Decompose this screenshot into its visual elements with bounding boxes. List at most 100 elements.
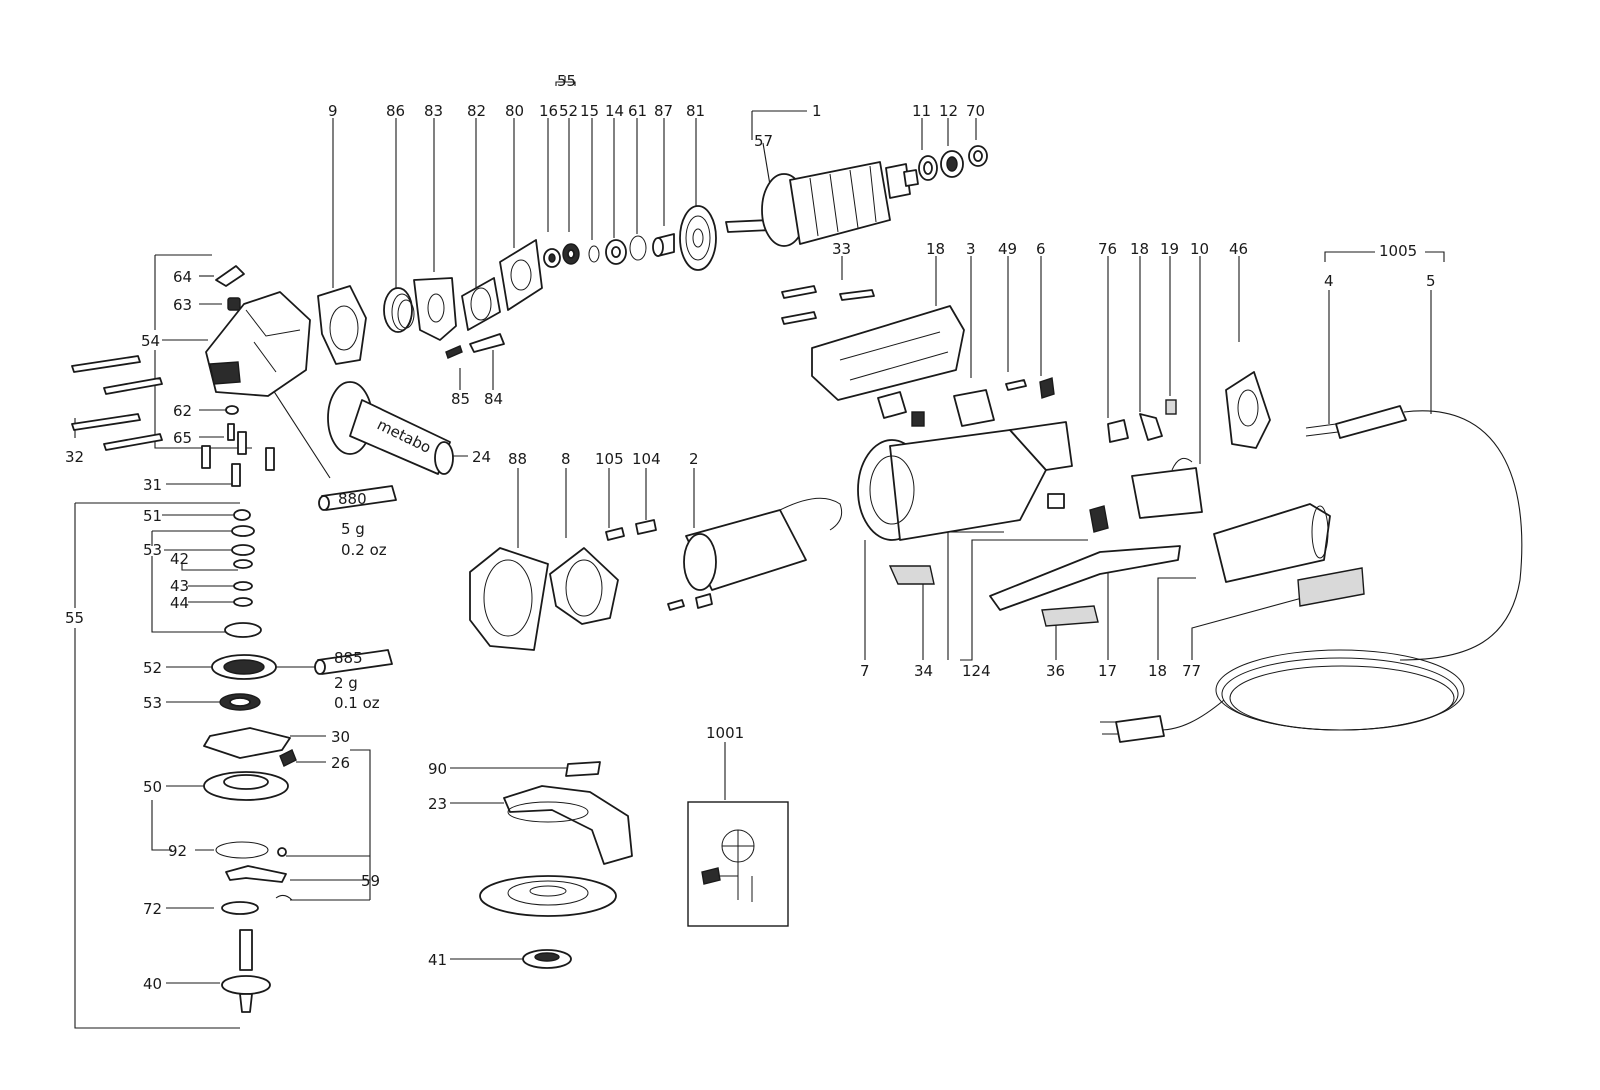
bearing-part-70 <box>968 145 988 167</box>
screw-part-49 <box>1005 379 1027 391</box>
gear-head-part-54 <box>205 291 311 397</box>
label-55-top: 55 <box>557 72 576 90</box>
label-76: 76 <box>1098 240 1117 258</box>
label-70: 70 <box>966 102 985 120</box>
label-83: 83 <box>424 102 443 120</box>
label-885-weight: 2 g <box>334 674 358 692</box>
label-49: 49 <box>998 240 1017 258</box>
nut-part-41 <box>522 949 572 969</box>
part-18-clip <box>1139 413 1163 441</box>
label-32: 32 <box>65 448 84 466</box>
label-10: 10 <box>1190 240 1209 258</box>
motor-housing-part-7 <box>857 421 1073 541</box>
label-85: 85 <box>451 390 470 408</box>
sleeve-part-87 <box>652 233 675 257</box>
label-part-34 <box>888 565 935 585</box>
label-33: 33 <box>832 240 851 258</box>
label-57: 57 <box>754 132 773 150</box>
label-880-oz: 0.2 oz <box>341 541 387 559</box>
label-52-top: 52 <box>559 102 578 120</box>
lever-part-64 <box>215 265 245 287</box>
armature-part-1 <box>725 161 919 247</box>
plate-part-80 <box>499 239 543 311</box>
nut-part-16 <box>543 248 561 268</box>
spring-part-86 <box>383 287 415 333</box>
label-84: 84 <box>484 390 503 408</box>
leader-lines <box>74 76 1445 1029</box>
label-104: 104 <box>632 450 661 468</box>
screws-part-33 <box>781 285 875 325</box>
label-4: 4 <box>1324 272 1334 290</box>
circlip-part-61 <box>629 235 647 261</box>
label-880: 880 <box>338 490 367 508</box>
label-77: 77 <box>1182 662 1201 680</box>
bearing-part-14 <box>605 239 627 265</box>
label-88: 88 <box>508 450 527 468</box>
housing-part-9 <box>317 285 367 365</box>
label-9: 9 <box>328 102 338 120</box>
part-76 <box>1107 419 1129 443</box>
label-34: 34 <box>914 662 933 680</box>
label-87: 87 <box>654 102 673 120</box>
housing-part-88 <box>469 547 549 651</box>
label-55-side: 55 <box>65 609 84 627</box>
label-61: 61 <box>628 102 647 120</box>
label-16: 16 <box>539 102 558 120</box>
label-80: 80 <box>505 102 524 120</box>
label-15: 15 <box>580 102 599 120</box>
spring-part-104 <box>635 519 657 535</box>
label-18-bottom: 18 <box>1148 662 1167 680</box>
disc <box>479 875 617 917</box>
label-30: 30 <box>331 728 350 746</box>
grease-tube-885 <box>314 649 393 675</box>
label-81: 81 <box>686 102 705 120</box>
label-18-clip: 18 <box>1130 240 1149 258</box>
label-62: 62 <box>173 402 192 420</box>
plate-part-83 <box>413 277 457 341</box>
label-41: 41 <box>428 951 447 969</box>
label-86: 86 <box>386 102 405 120</box>
cover-part-46 <box>1225 371 1271 449</box>
label-124: 124 <box>962 662 991 680</box>
label-3: 3 <box>966 240 976 258</box>
label-82: 82 <box>467 102 486 120</box>
label-885: 885 <box>334 649 363 667</box>
label-880-weight: 5 g <box>341 520 365 538</box>
stator-part-2 <box>667 497 843 611</box>
label-65: 65 <box>173 429 192 447</box>
gear-part-52-small <box>562 243 580 265</box>
label-17: 17 <box>1098 662 1117 680</box>
switch-rod-part-17 <box>989 545 1181 611</box>
label-14: 14 <box>605 102 624 120</box>
label-105: 105 <box>595 450 624 468</box>
part-19 <box>1165 399 1177 415</box>
label-5: 5 <box>1426 272 1436 290</box>
label-2: 2 <box>689 450 699 468</box>
label-72: 72 <box>143 900 162 918</box>
label-40: 40 <box>143 975 162 993</box>
switch-part-10 <box>1131 457 1203 519</box>
label-52-side: 52 <box>143 659 162 677</box>
label-12: 12 <box>939 102 958 120</box>
spring-part-63 <box>227 297 241 311</box>
screws-part-31 <box>201 431 275 487</box>
pin-part-65 <box>227 423 235 441</box>
label-63: 63 <box>173 296 192 314</box>
label-18-top: 18 <box>926 240 945 258</box>
guard-part-23 <box>503 785 633 865</box>
label-8: 8 <box>561 450 571 468</box>
label-31: 31 <box>143 476 162 494</box>
brush-part <box>1047 493 1065 509</box>
label-26: 26 <box>331 754 350 772</box>
label-46: 46 <box>1229 240 1248 258</box>
label-part-90 <box>565 761 601 777</box>
clamp-part-59 <box>225 847 293 901</box>
label-1001: 1001 <box>706 724 744 742</box>
ring-part-82 <box>461 277 501 331</box>
label-90: 90 <box>428 760 447 778</box>
label-64: 64 <box>173 268 192 286</box>
label-53-side: 53 <box>143 694 162 712</box>
label-11: 11 <box>912 102 931 120</box>
label-54: 54 <box>141 332 160 350</box>
